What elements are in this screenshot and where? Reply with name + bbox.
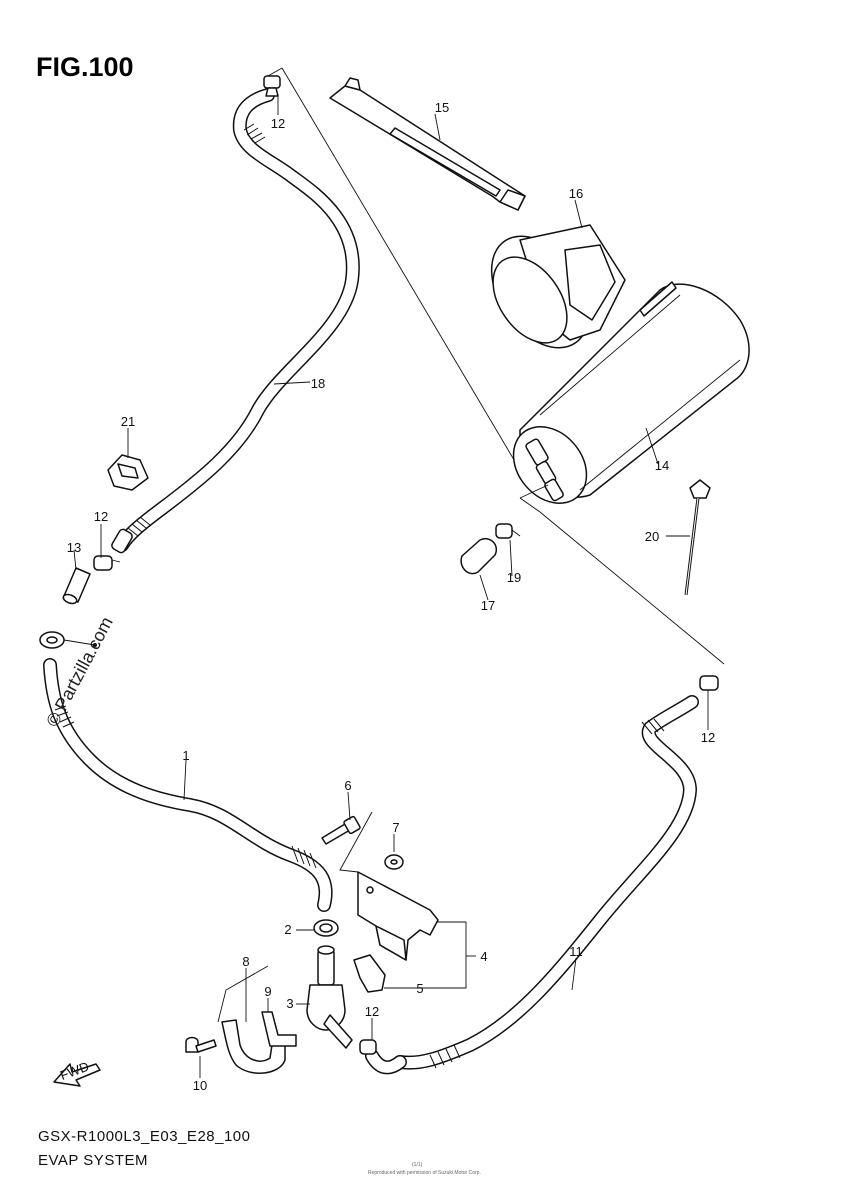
hose-11-end (365, 1049, 407, 1075)
check-valve-3[interactable] (306, 945, 353, 1049)
callout-21: 21 (121, 414, 135, 429)
callout-leaders (73, 94, 709, 1078)
callout-17: 17 (481, 598, 495, 613)
hose-11[interactable] (393, 695, 699, 1070)
callout-11: 11 (569, 944, 583, 959)
cable-tie-20[interactable] (684, 479, 711, 596)
hose-clamp-12-lower-left[interactable] (39, 631, 97, 649)
bracket-clip-5[interactable] (353, 954, 386, 993)
canister-strap-15[interactable] (329, 77, 526, 211)
callout-7: 7 (392, 820, 399, 835)
callout-1: 1 (182, 748, 189, 763)
callout-2: 2 (284, 922, 291, 937)
hose-1[interactable] (43, 658, 333, 912)
hose-clamp-12-left[interactable] (93, 555, 121, 571)
callout-6: 6 (344, 778, 351, 793)
hose-clamp-12-top[interactable] (263, 75, 281, 97)
page-reference: (1/1) (412, 1162, 423, 1168)
callout-18: 18 (311, 376, 325, 391)
forward-arrow-icon: FWD (53, 1059, 101, 1087)
canister-cushion-16[interactable] (472, 218, 626, 365)
rivet-6[interactable] (321, 815, 361, 845)
callout-8: 8 (242, 954, 249, 969)
hose-18-end (111, 528, 133, 554)
hose-clip-21[interactable] (107, 454, 149, 491)
callout-20: 20 (645, 529, 659, 544)
callout-5: 5 (416, 981, 423, 996)
callout-12-top: 12 (271, 116, 285, 131)
callout-12-bottom: 12 (365, 1004, 379, 1019)
section-title: EVAP SYSTEM (38, 1152, 148, 1169)
hose-clamp-2[interactable] (313, 919, 339, 937)
callout-15: 15 (435, 100, 449, 115)
hose-clamp-19[interactable] (495, 523, 521, 539)
clip-9[interactable] (261, 1011, 297, 1047)
callout-3: 3 (286, 996, 293, 1011)
screw-10[interactable] (185, 1036, 217, 1053)
bracket-4[interactable] (357, 871, 439, 961)
callout-13: 13 (67, 540, 81, 555)
callout-16: 16 (569, 186, 583, 201)
hose-clamp-12-right[interactable] (699, 675, 719, 691)
hose-joint-13[interactable] (62, 567, 91, 605)
hose-clamp-12-bottom[interactable] (359, 1039, 377, 1055)
evap-canister-14[interactable] (498, 281, 750, 518)
callout-14: 14 (655, 458, 669, 473)
hose-17[interactable] (460, 538, 497, 575)
callout-12-left: 12 (94, 509, 108, 524)
callout-4: 4 (480, 949, 487, 964)
callout-19: 19 (507, 570, 521, 585)
figure-title: FIG.100 (36, 52, 134, 82)
callout-12-right: 12 (701, 730, 715, 745)
callout-9: 9 (264, 984, 271, 999)
credit-line: Reproduced with permission of Suzuki Mot… (368, 1170, 481, 1176)
callout-10: 10 (193, 1078, 207, 1093)
hose-18[interactable] (115, 88, 360, 552)
hose-bracket-8[interactable] (221, 1019, 286, 1074)
washer-7[interactable] (384, 854, 404, 870)
model-code: GSX-R1000L3_E03_E28_100 (38, 1128, 251, 1145)
callouts: 1 2 3 4 5 6 7 8 9 10 11 12 12 12 12 13 1… (67, 100, 715, 1093)
